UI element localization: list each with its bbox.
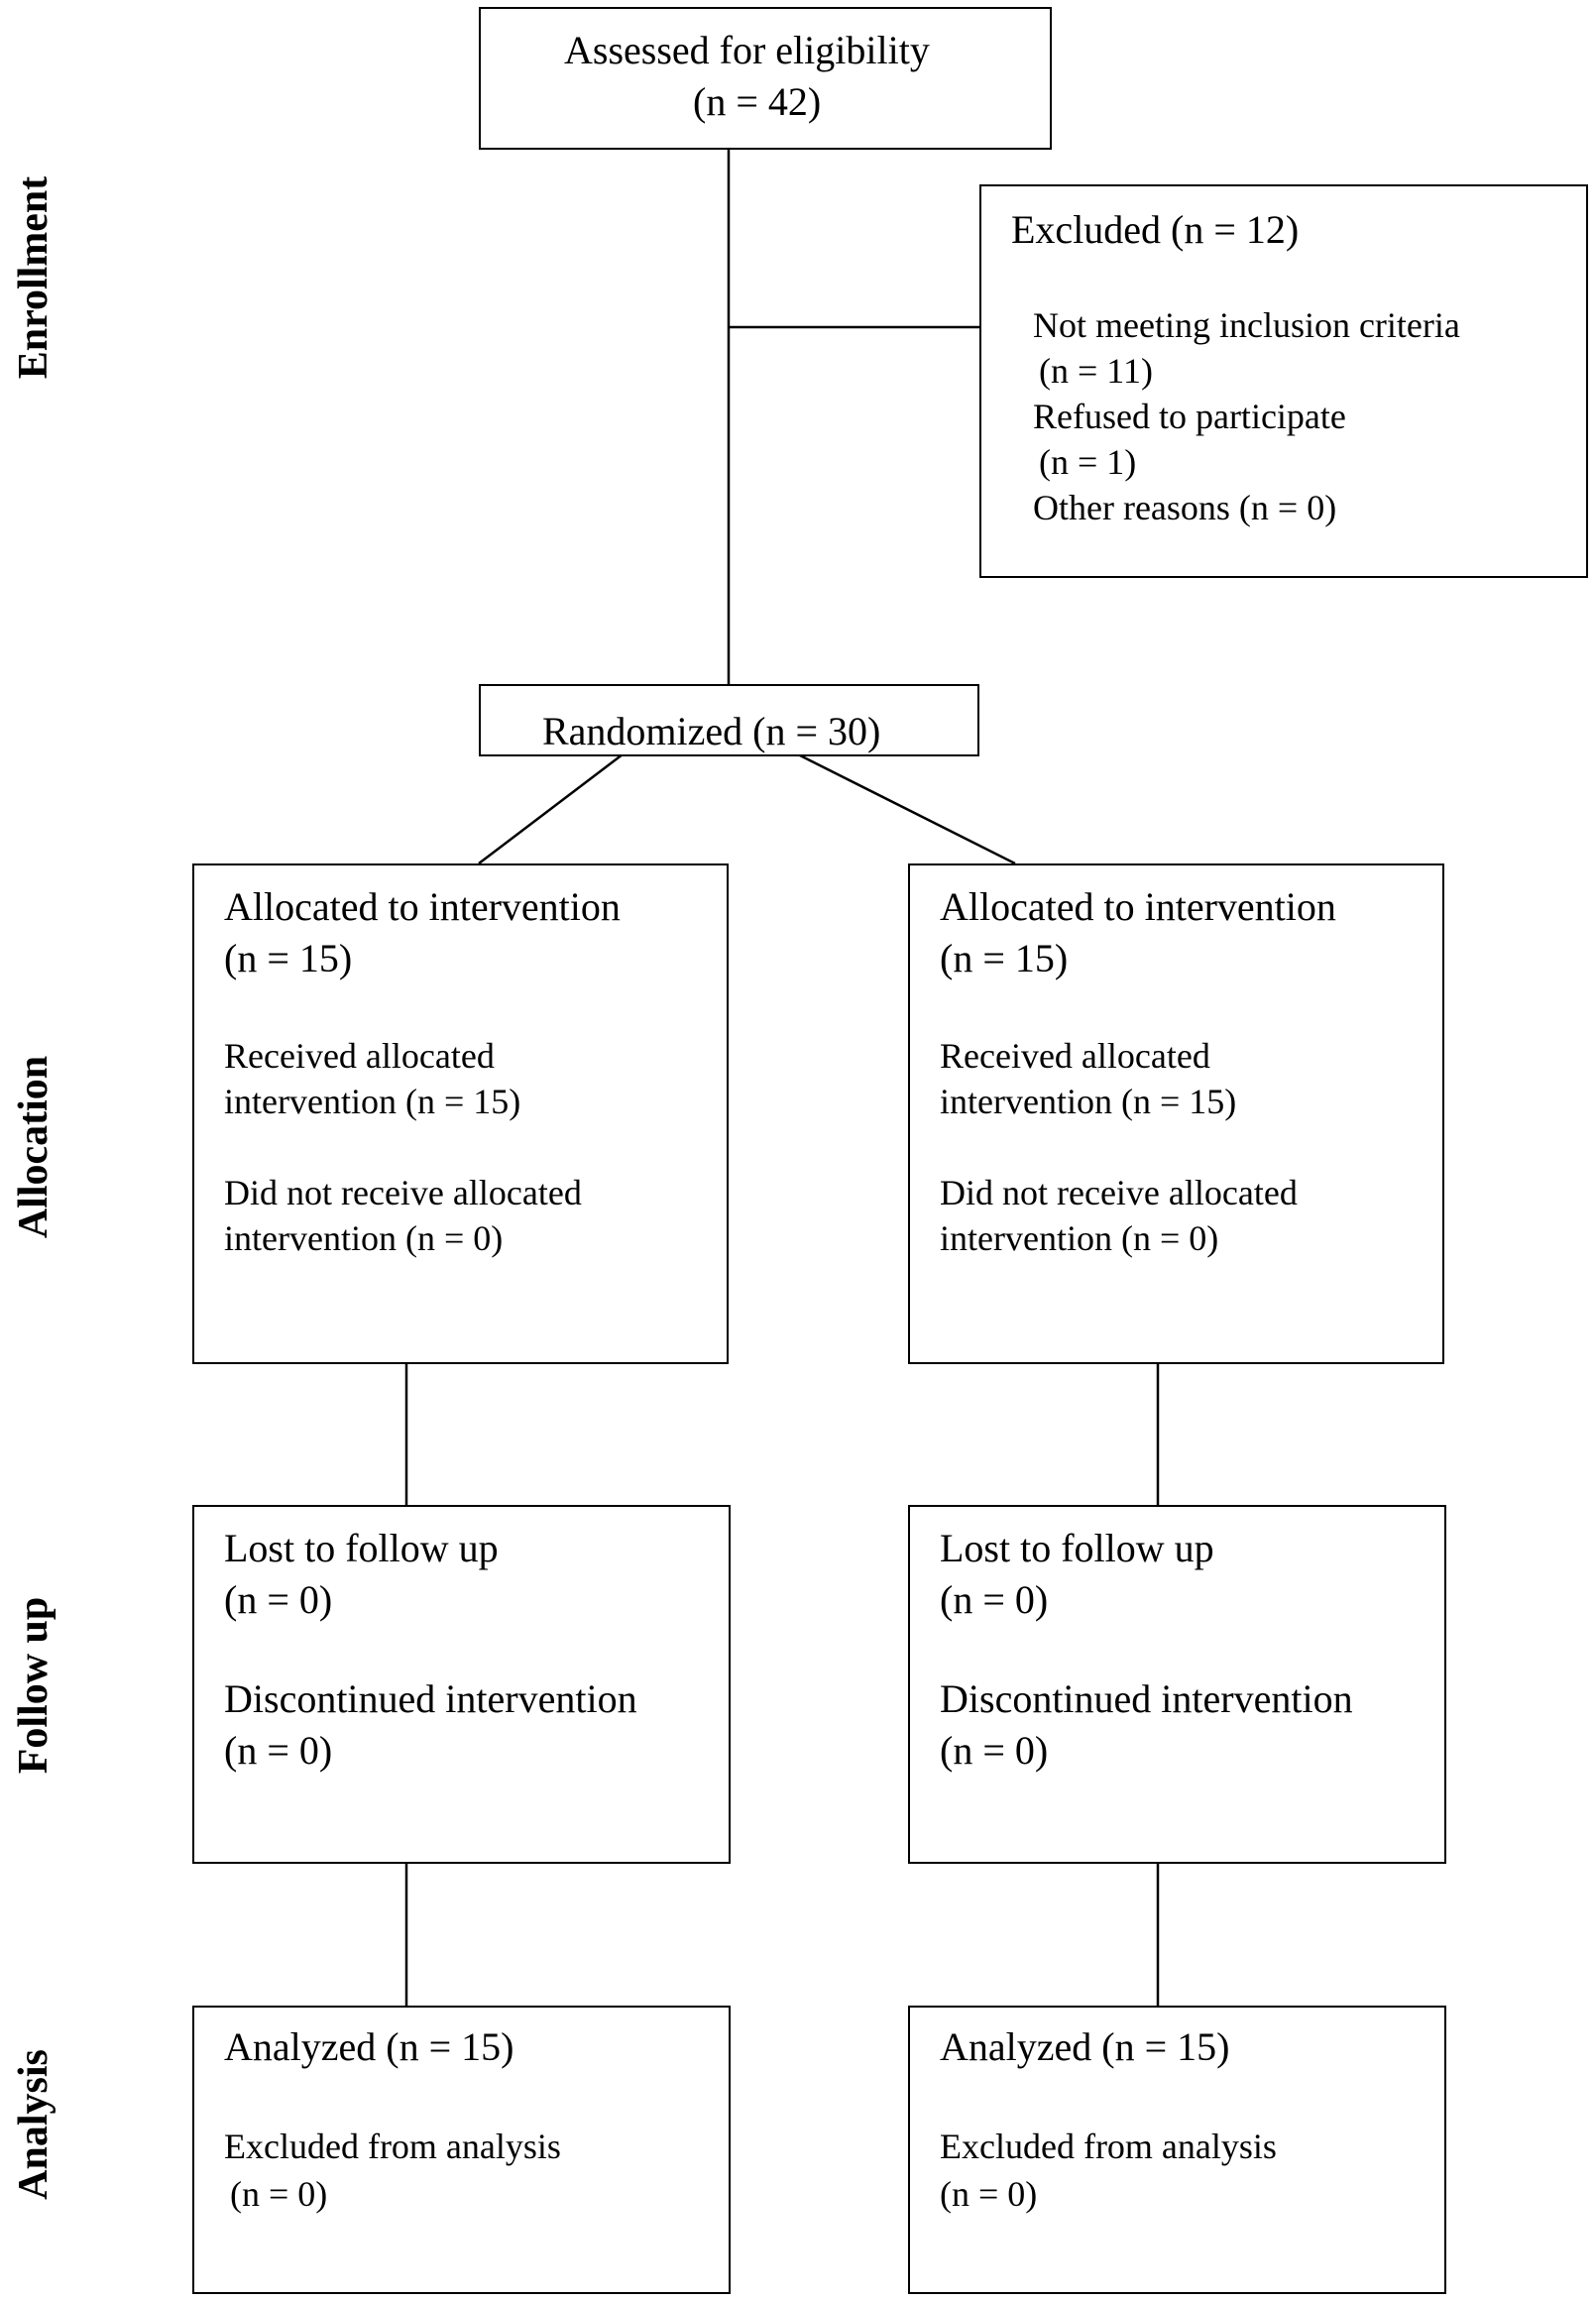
stage-label-analysis: Analysis: [11, 2049, 57, 2200]
allocation-right-received-count: intervention (n = 15): [940, 1082, 1237, 1121]
follow-up-right-lost: Lost to follow up: [940, 1526, 1214, 1570]
excluded-reason-refused: Refused to participate: [1033, 397, 1346, 436]
excluded-reason-inclusion-count: (n = 11): [1039, 351, 1153, 391]
analysis-box-right: Analyzed (n = 15) Excluded from analysis…: [908, 2006, 1446, 2294]
allocation-box-right: Allocated to intervention (n = 15) Recei…: [908, 863, 1444, 1364]
follow-up-box-left: Lost to follow up (n = 0) Discontinued i…: [192, 1505, 731, 1864]
follow-up-right-lost-count: (n = 0): [940, 1577, 1049, 1622]
allocation-left-count: (n = 15): [224, 936, 353, 980]
analysis-left-excluded: Excluded from analysis: [224, 2127, 561, 2166]
assessed-label: Assessed for eligibility: [564, 28, 930, 72]
stage-label-follow-up: Follow up: [11, 1596, 57, 1775]
allocation-left-received: Received allocated: [224, 1036, 495, 1076]
follow-up-left-lost: Lost to follow up: [224, 1526, 499, 1570]
allocation-right-not-received-count: intervention (n = 0): [940, 1218, 1219, 1258]
excluded-reason-other: Other reasons (n = 0): [1033, 488, 1337, 527]
analysis-right-analyzed: Analyzed (n = 15): [940, 2024, 1230, 2069]
connector-randomized-right: [797, 752, 1016, 865]
assessed-box: Assessed for eligibility (n = 42): [479, 7, 1052, 150]
analysis-left-analyzed: Analyzed (n = 15): [224, 2024, 514, 2069]
follow-up-left-lost-count: (n = 0): [224, 1577, 333, 1622]
excluded-box: Excluded (n = 12) Not meeting inclusion …: [979, 184, 1588, 578]
allocation-right-not-received: Did not receive allocated: [940, 1173, 1298, 1212]
follow-up-left-discontinued: Discontinued intervention: [224, 1676, 637, 1721]
stage-label-enrollment: Enrollment: [11, 175, 57, 380]
excluded-reason-refused-count: (n = 1): [1039, 442, 1137, 482]
allocation-left-received-count: intervention (n = 15): [224, 1082, 521, 1121]
assessed-count: (n = 42): [693, 79, 822, 124]
randomized-label: Randomized (n = 30): [542, 709, 881, 753]
excluded-title: Excluded (n = 12): [1011, 207, 1300, 252]
stage-label-allocation: Allocation: [11, 1055, 57, 1239]
allocation-left-title: Allocated to intervention: [224, 884, 621, 929]
analysis-right-excluded-count: (n = 0): [940, 2174, 1038, 2214]
follow-up-left-discontinued-count: (n = 0): [224, 1728, 333, 1773]
excluded-reason-inclusion: Not meeting inclusion criteria: [1033, 305, 1460, 345]
allocation-left-not-received-count: intervention (n = 0): [224, 1218, 504, 1258]
allocation-right-received: Received allocated: [940, 1036, 1210, 1076]
follow-up-box-right: Lost to follow up (n = 0) Discontinued i…: [908, 1505, 1446, 1864]
follow-up-right-discontinued: Discontinued intervention: [940, 1676, 1353, 1721]
randomized-box: Randomized (n = 30): [479, 684, 979, 756]
connector-randomized-left: [478, 753, 624, 864]
allocation-box-left: Allocated to intervention (n = 15) Recei…: [192, 863, 729, 1364]
allocation-right-title: Allocated to intervention: [940, 884, 1336, 929]
analysis-left-excluded-count: (n = 0): [230, 2174, 328, 2214]
analysis-right-excluded: Excluded from analysis: [940, 2127, 1277, 2166]
analysis-box-left: Analyzed (n = 15) Excluded from analysis…: [192, 2006, 731, 2294]
allocation-right-count: (n = 15): [940, 936, 1069, 980]
follow-up-right-discontinued-count: (n = 0): [940, 1728, 1049, 1773]
allocation-left-not-received: Did not receive allocated: [224, 1173, 582, 1212]
